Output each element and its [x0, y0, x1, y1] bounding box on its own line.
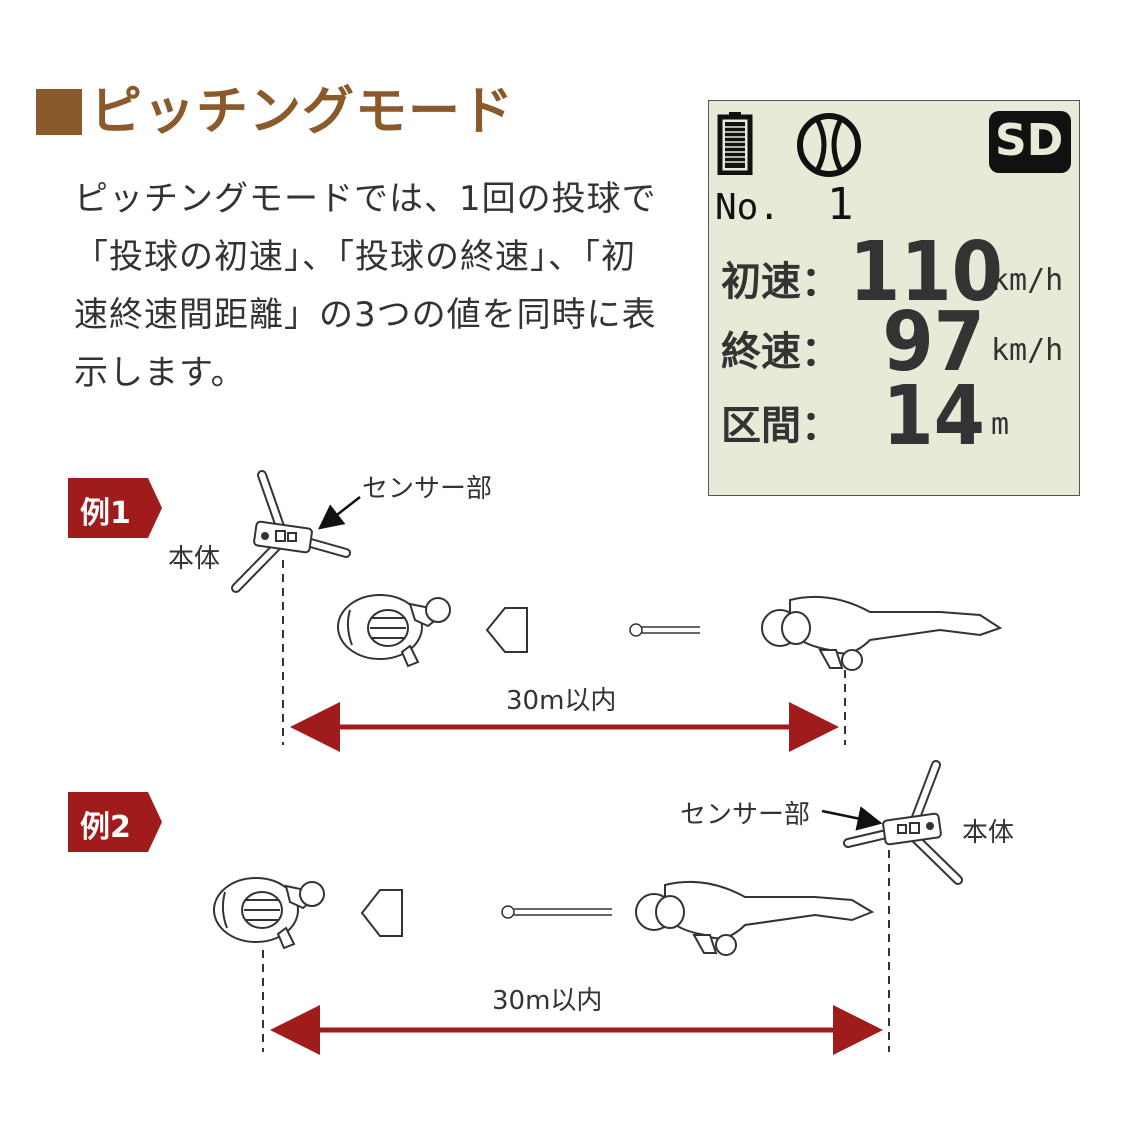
example2-tag-shape	[68, 792, 162, 852]
example2-tag-label: 例2	[80, 810, 131, 845]
lcd-value-distance: 14	[882, 369, 985, 464]
example1-ball	[629, 623, 700, 637]
lcd-display: SD No. 1 初速： 110 km/h 終速： 97 km/h 区間： 14…	[708, 100, 1080, 496]
lcd-number-label: No.	[715, 187, 781, 228]
lcd-label-initial-speed: 初速：	[721, 259, 841, 305]
example2-sensor-arrow	[821, 806, 883, 831]
title-square-icon	[36, 89, 82, 135]
title-text: ピッチングモード	[90, 82, 515, 142]
example1-sensor-arrow	[318, 496, 361, 530]
example2-tag: 例2	[68, 792, 160, 852]
lcd-unit-distance: m	[991, 407, 1010, 442]
example2-device-icon	[843, 760, 963, 885]
example2-body-label: 本体	[962, 818, 1015, 848]
baseball-icon	[797, 113, 861, 177]
sd-label: SD	[995, 115, 1064, 166]
lcd-unit-initial-speed: km/h	[991, 263, 1064, 298]
description: ピッチングモードでは、1回の投球で「投球の初速」、「投球の終速」、「初速終速間距…	[74, 179, 657, 393]
lcd-value-final-speed: 97	[882, 295, 985, 390]
example2-sensor-label: センサー部	[680, 800, 811, 830]
example2-pitcher-figure	[635, 880, 875, 956]
example1-device-icon	[231, 470, 351, 593]
example1-catcher-figure	[337, 594, 451, 668]
example2-distance-label: 30m以内	[492, 986, 603, 1016]
sd-card-icon: SD	[989, 111, 1071, 173]
example1-distance-label: 30m以内	[506, 686, 617, 716]
lcd-value-initial-speed: 110	[849, 225, 1003, 320]
example2-catcher-figure	[213, 877, 325, 950]
battery-icon	[717, 112, 753, 175]
example1-tag-shape	[68, 478, 162, 538]
example1-home-plate	[485, 607, 528, 653]
example1-body-label: 本体	[168, 544, 221, 574]
page-title: ピッチングモード	[36, 86, 514, 138]
lcd-number-value: 1	[827, 179, 854, 230]
lcd-unit-final-speed: km/h	[991, 333, 1064, 368]
example1-tag: 例1	[68, 478, 160, 538]
example2-home-plate	[360, 889, 403, 937]
example2-ball	[501, 905, 612, 919]
lcd-label-distance: 区間：	[721, 403, 841, 449]
example1-tag-label: 例1	[80, 496, 131, 531]
lcd-label-final-speed: 終速：	[721, 329, 841, 375]
example1-pitcher-figure	[761, 595, 1003, 671]
example1-sensor-label: センサー部	[362, 474, 493, 504]
